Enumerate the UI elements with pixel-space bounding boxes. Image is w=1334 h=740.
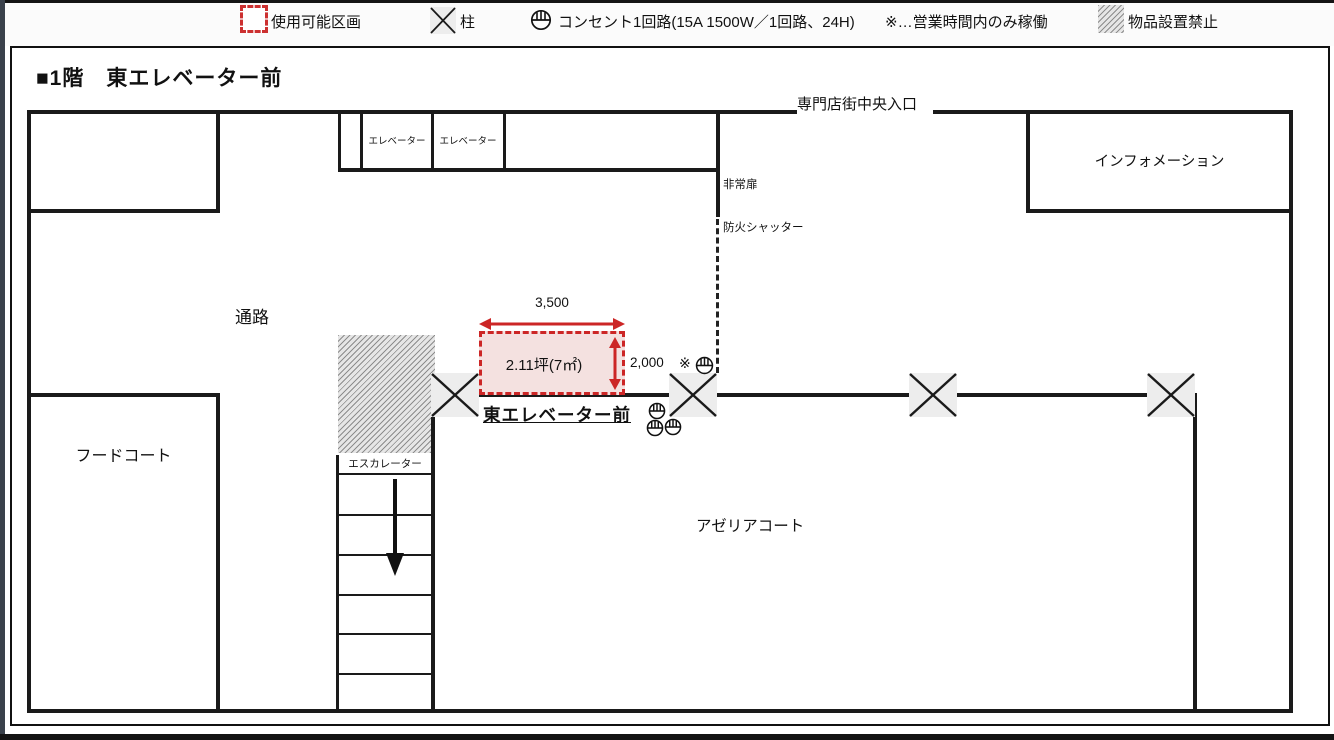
- fire-shutter-line: [716, 219, 719, 373]
- wall-top-left: [27, 110, 797, 114]
- page-title: ■1階 東エレベーター前: [36, 67, 283, 90]
- pillar-icon: [430, 7, 456, 34]
- wall-elev-v1: [338, 110, 341, 172]
- no-items-icon: [1098, 5, 1124, 33]
- usable-area-icon: [240, 5, 268, 33]
- escalator-step: [336, 633, 435, 635]
- escalator-step: [336, 473, 435, 475]
- usable-zone: [479, 331, 625, 395]
- legend-no-items-label: 物品設置禁止: [1128, 14, 1219, 31]
- wall-elev-v3: [431, 110, 434, 172]
- wall-escalator-left: [336, 455, 339, 713]
- outlet-icon: [648, 402, 666, 420]
- wall-main-horizontal: [433, 393, 1197, 397]
- escalator-step: [336, 594, 435, 596]
- azalea-court-label: アゼリアコート: [696, 518, 805, 535]
- escalator-label: エスカレーター: [348, 458, 422, 470]
- outlet-icon: [530, 9, 552, 31]
- outlet-icon: [695, 356, 714, 375]
- width-dimension-arrow: [479, 317, 625, 331]
- wall-bottom: [27, 709, 1293, 713]
- no-items-zone: [338, 335, 435, 453]
- wall-elev-v2: [360, 110, 363, 172]
- outlet-icon: [664, 418, 682, 436]
- wall-room-topleft-bottom: [27, 209, 220, 213]
- pillar-icon: [1147, 373, 1195, 417]
- elevator-2-label: エレベーター: [439, 136, 497, 147]
- window-left-edge: [0, 0, 5, 740]
- escalator-step: [336, 673, 435, 675]
- window-top-edge: [0, 0, 1334, 3]
- spot-name-label: 東エレベーター前: [483, 405, 631, 425]
- legend-outlet-label: コンセント1回路(15A 1500W／1回路、24H): [558, 14, 855, 31]
- wall-interior-right: [1193, 393, 1197, 713]
- pillar-icon: [431, 373, 479, 417]
- window-bottom-edge: [0, 734, 1334, 740]
- information-label: インフォメーション: [1094, 153, 1225, 170]
- pillar-icon: [669, 373, 717, 417]
- wall-elev-v4: [503, 110, 506, 172]
- wall-right: [1289, 110, 1293, 713]
- zone-depth-dimension: 2,000: [630, 355, 664, 370]
- entrance-label: 専門店街中央入口: [797, 96, 918, 113]
- wall-left: [27, 110, 31, 713]
- pillar-icon: [909, 373, 957, 417]
- wall-foodcourt-right: [216, 393, 220, 713]
- fire-shutter-label: 防火シャッター: [723, 222, 804, 234]
- wall-emergency-door: [716, 110, 720, 217]
- emergency-door-label: 非常扉: [723, 179, 758, 191]
- wall-info-bottom: [1026, 209, 1293, 213]
- legend-usable-label: 使用可能区画: [271, 14, 362, 31]
- wall-info-left: [1026, 110, 1030, 213]
- depth-dimension-arrow: [608, 337, 622, 390]
- wall-room-topleft-right: [216, 110, 220, 213]
- wall-top-right: [933, 110, 1293, 114]
- legend-pillar-label: 柱: [460, 14, 476, 31]
- elevator-1-label: エレベーター: [368, 136, 426, 147]
- escalator-step: [336, 514, 435, 516]
- outlet-asterisk: ※: [679, 355, 691, 371]
- wall-elev-bottom: [338, 168, 720, 172]
- outlet-icon: [646, 419, 664, 437]
- legend-outlet-note: ※…営業時間内のみ稼働: [885, 14, 1048, 31]
- escalator-step: [336, 554, 435, 556]
- wall-foodcourt-top: [27, 393, 220, 397]
- food-court-label: フードコート: [75, 448, 172, 465]
- down-arrow-icon: [386, 479, 404, 577]
- passage-label: 通路: [235, 308, 269, 327]
- zone-area-label: 2.11坪(7㎡): [505, 356, 583, 374]
- zone-width-dimension: 3,500: [535, 294, 569, 310]
